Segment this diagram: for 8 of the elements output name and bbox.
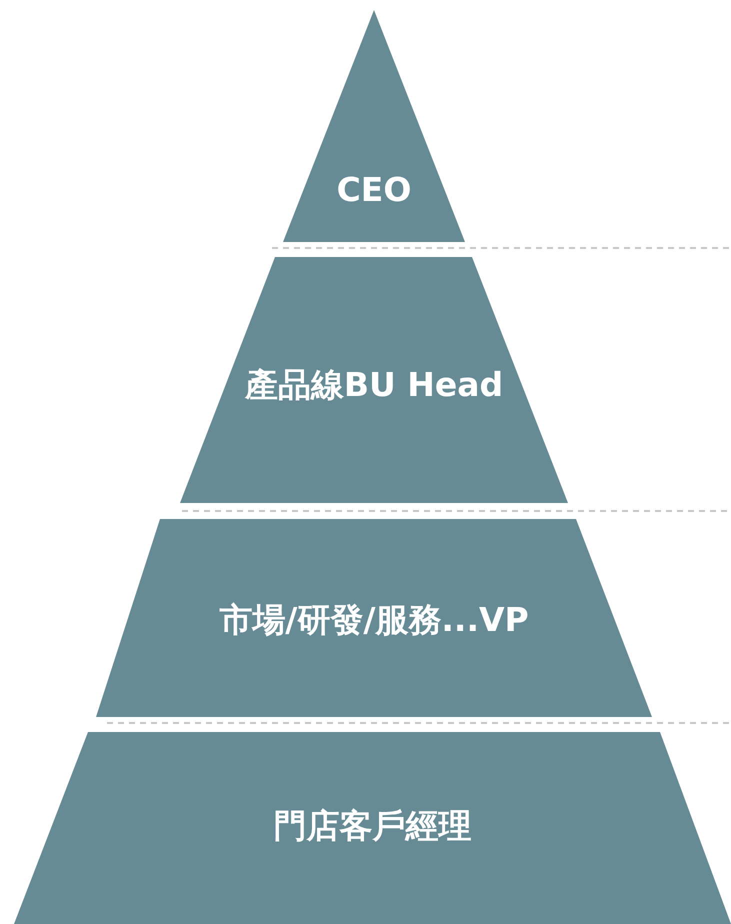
tier-label: 門店客戶經理 [272, 805, 472, 847]
tier-label: 市場/研發/服務...VP [218, 599, 530, 641]
pyramid-top-triangle [283, 10, 465, 242]
pyramid-tier [14, 732, 731, 924]
tier-label: CEO [336, 169, 412, 211]
pyramid-tier [96, 519, 652, 717]
tier-label: 產品線BU Head [244, 364, 504, 406]
pyramid-tier [180, 257, 568, 503]
